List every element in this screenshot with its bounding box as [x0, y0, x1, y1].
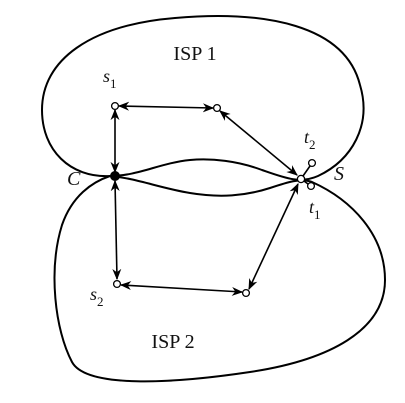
edge-p1-s [219, 110, 298, 176]
node-t1-label: t1 [309, 197, 321, 222]
node-s2-label: s2 [90, 284, 104, 309]
node-t2 [307, 158, 317, 168]
isp2-label: ISP 2 [151, 331, 194, 353]
node-c-label: C [67, 168, 81, 190]
isp1-label: ISP 1 [173, 43, 216, 65]
node-t1 [306, 181, 316, 191]
edge-s2-p2 [119, 281, 244, 296]
isp2-region-outline [53, 175, 386, 383]
node-p1 [212, 103, 222, 113]
connector-s-t1 [303, 180, 309, 185]
isp1-region-outline [41, 15, 365, 181]
node-s-label: S [334, 163, 344, 185]
edge-p2-s [248, 182, 299, 291]
edge-s1-p1 [117, 101, 215, 113]
node-s [296, 174, 306, 184]
connector-s-t2 [302, 165, 311, 177]
node-s2 [112, 279, 122, 289]
edge-c-s2 [110, 179, 122, 281]
node-s1 [110, 101, 120, 111]
node-t2-label: t2 [304, 127, 316, 152]
node-p2 [241, 288, 251, 298]
node-c [110, 171, 120, 181]
node-s1-label: s1 [103, 66, 117, 91]
